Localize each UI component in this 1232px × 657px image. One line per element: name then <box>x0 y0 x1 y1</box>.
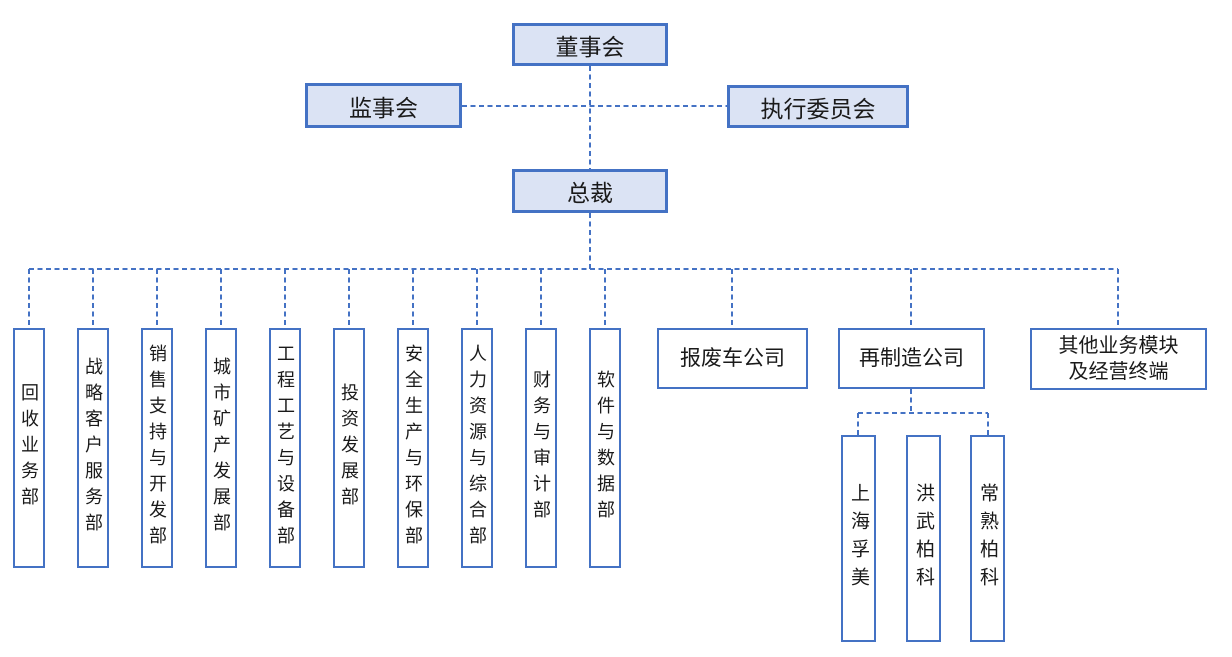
dept-box-urban-mining-development: 城市矿产发展部 <box>205 328 237 568</box>
dept-label: 软件与数据部 <box>595 370 615 526</box>
dept-label: 安全生产与环保部 <box>403 344 423 552</box>
dept-label: 城市矿产发展部 <box>211 357 231 539</box>
dept-box-sales-support-development: 销售支持与开发部 <box>141 328 173 568</box>
company-box-other-business-modules: 其他业务模块 及经营终端 <box>1030 328 1207 390</box>
dept-label: 销售支持与开发部 <box>147 344 167 552</box>
dept-box-engineering-process-equipment: 工程工艺与设备部 <box>269 328 301 568</box>
company-box-scrap-vehicle: 报废车公司 <box>657 328 808 389</box>
company-label: 报废车公司 <box>680 346 785 370</box>
dept-box-recycling-business: 回收业务部 <box>13 328 45 568</box>
board-of-directors-label: 董事会 <box>555 33 625 60</box>
dept-label: 投资发展部 <box>339 383 359 513</box>
company-label-line2: 及经营终端 <box>1068 361 1169 383</box>
executive-committee-label: 执行委员会 <box>760 95 876 122</box>
supervisory-board-box: 监事会 <box>305 83 462 128</box>
executive-committee-box: 执行委员会 <box>727 85 909 128</box>
company-label-line1: 其他业务模块 <box>1058 335 1179 357</box>
subsidiary-label: 洪武柏科 <box>913 482 934 595</box>
president-box: 总裁 <box>512 169 668 213</box>
board-of-directors-box: 董事会 <box>512 23 668 66</box>
dept-label: 财务与审计部 <box>531 370 551 526</box>
subsidiary-label: 常熟柏科 <box>977 482 998 595</box>
dept-label: 战略客户服务部 <box>83 357 103 539</box>
company-label: 再制造公司 <box>859 346 964 370</box>
company-box-remanufacturing: 再制造公司 <box>838 328 985 389</box>
dept-label: 人力资源与综合部 <box>467 344 487 552</box>
dept-box-investment-development: 投资发展部 <box>333 328 365 568</box>
president-label: 总裁 <box>567 180 613 206</box>
subsidiary-box-shanghai-fumei: 上海孚美 <box>841 435 876 642</box>
supervisory-board-label: 监事会 <box>349 94 418 121</box>
subsidiary-box-hongwu-baike: 洪武柏科 <box>906 435 941 642</box>
subsidiary-label: 上海孚美 <box>848 482 869 595</box>
dept-box-software-data: 软件与数据部 <box>589 328 621 568</box>
dept-box-finance-audit: 财务与审计部 <box>525 328 557 568</box>
dept-label: 工程工艺与设备部 <box>275 344 295 552</box>
subsidiary-box-changshu-baike: 常熟柏科 <box>970 435 1005 642</box>
dept-label: 回收业务部 <box>19 383 39 513</box>
dept-box-safety-production-environment: 安全生产与环保部 <box>397 328 429 568</box>
dept-box-strategic-customer-service: 战略客户服务部 <box>77 328 109 568</box>
dept-box-hr-general-affairs: 人力资源与综合部 <box>461 328 493 568</box>
